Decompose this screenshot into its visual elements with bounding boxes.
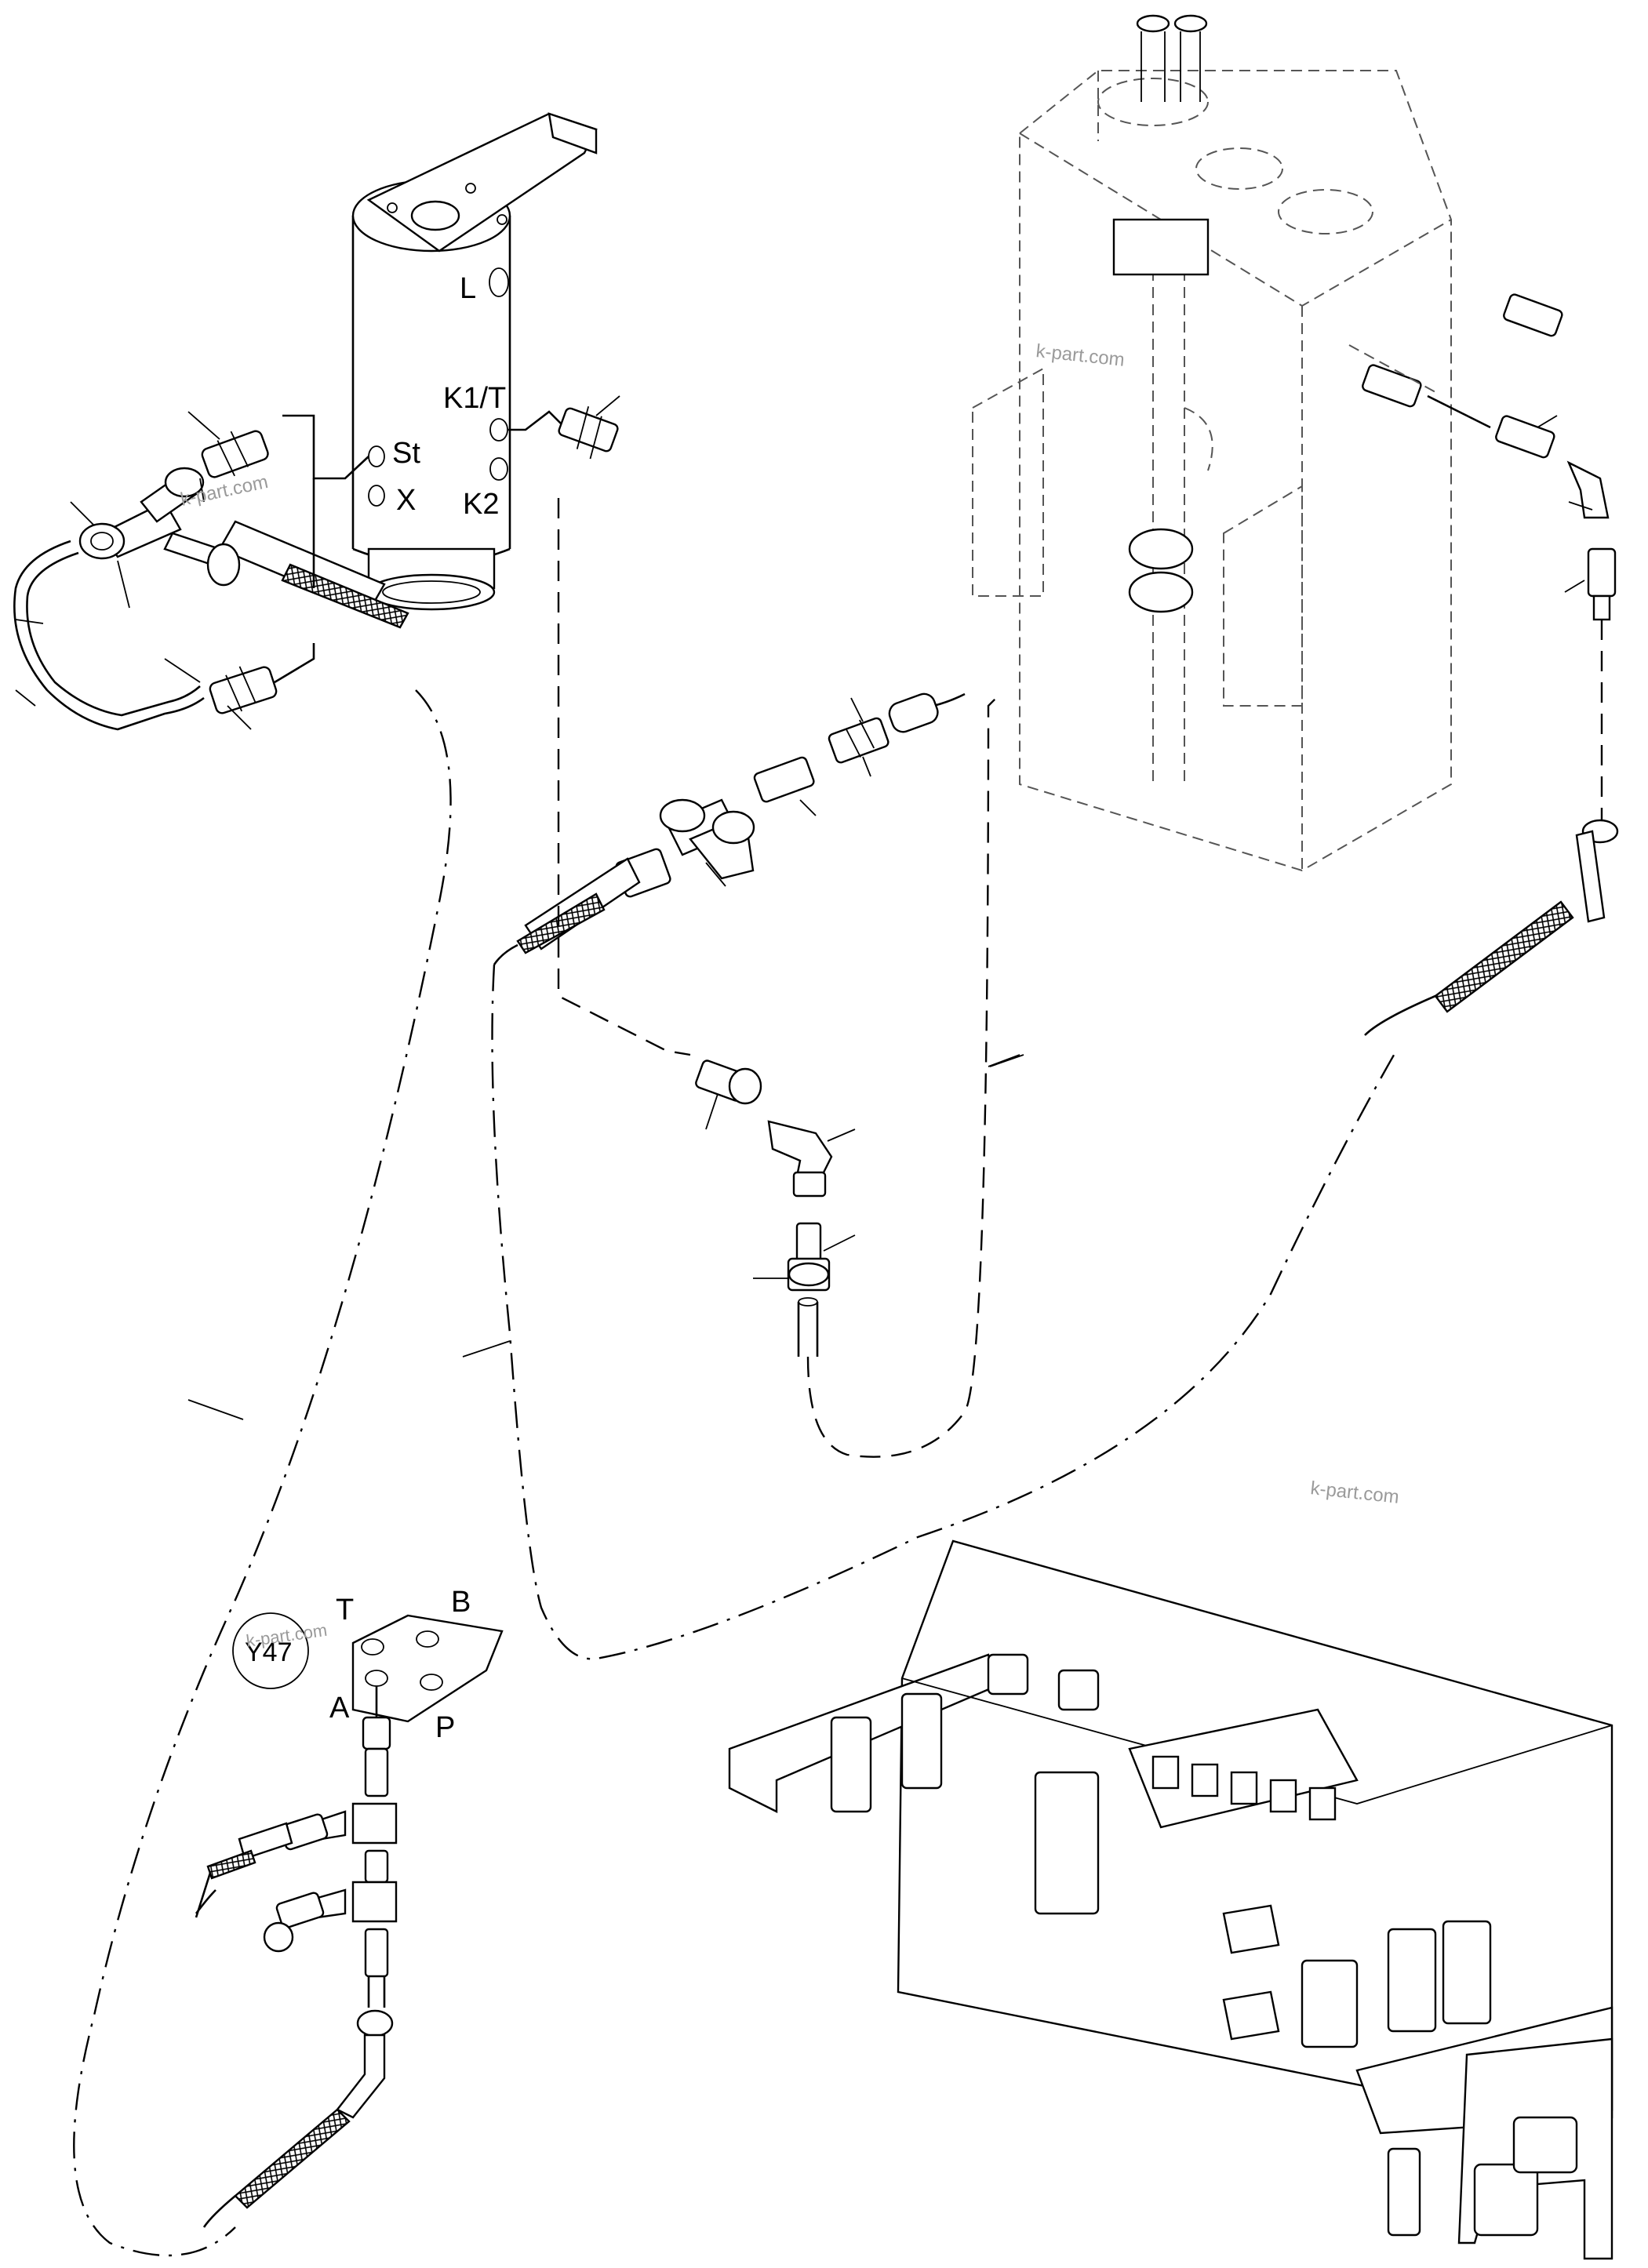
valve-a-label: A xyxy=(329,1692,350,1725)
center-tee-assembly xyxy=(493,692,966,965)
k1t-fitting xyxy=(508,395,620,460)
valve-panel xyxy=(728,1539,1613,2260)
return-line-left xyxy=(73,689,452,2257)
port-st-label: St xyxy=(392,437,420,470)
watermark-1: k-part.com xyxy=(1035,340,1126,371)
port-k2-label: K2 xyxy=(463,488,499,521)
tank-right-fittings xyxy=(1348,293,1619,1036)
y47-label: Y47 xyxy=(245,1637,293,1667)
valve-p-label: P xyxy=(435,1711,455,1744)
return-line-center xyxy=(491,964,1398,1660)
valve-b-label: B xyxy=(451,1586,471,1619)
y47-valve-assembly xyxy=(195,1612,504,2228)
hydraulic-tank xyxy=(972,14,1452,872)
valve-t-label: T xyxy=(336,1594,354,1626)
rotary-swivel xyxy=(351,112,598,611)
port-x-label: X xyxy=(396,484,416,517)
port-l-label: L xyxy=(460,272,476,305)
left-tee-assembly xyxy=(13,411,409,731)
watermark-3: k-part.com xyxy=(1309,1477,1400,1508)
lower-elbow-assembly xyxy=(557,498,1024,1458)
port-k1t-label: K1/T xyxy=(443,382,506,415)
